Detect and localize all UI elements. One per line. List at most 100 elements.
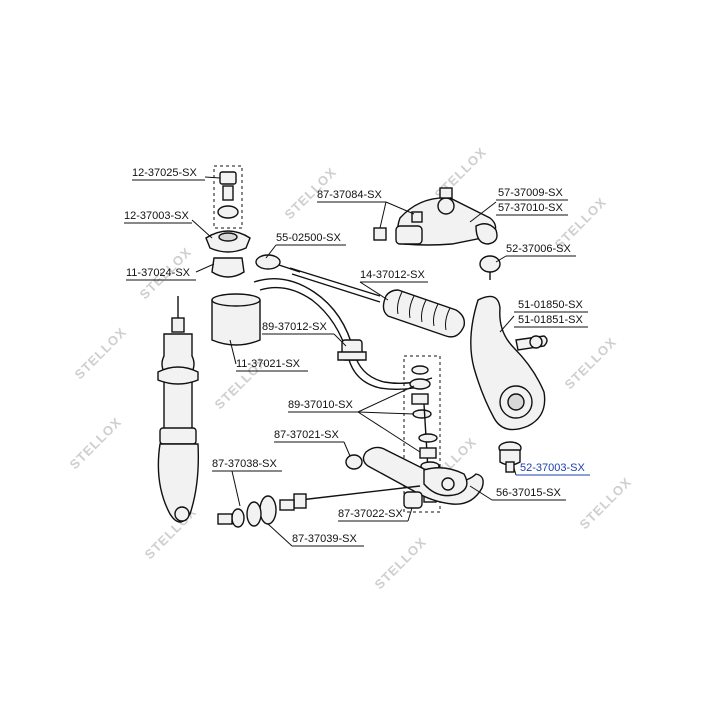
label-11-37024[interactable]: 11-37024-SX [126,267,191,279]
tension-rod [217,485,421,528]
link-washer-3 [412,409,432,419]
leader-57-37009 [469,201,497,223]
leader-87-37084-b [385,201,415,215]
label-87-37084[interactable]: 87-37084-SX [317,189,382,201]
label-51-01850[interactable]: 51-01850-SX [518,299,583,311]
steering-knuckle [470,295,548,431]
tension-rod-shaft [299,485,421,501]
watermark-10: STELLOX [577,474,635,532]
mount-washer [217,205,239,219]
label-89-37010[interactable]: 89-37010-SX [288,399,353,411]
leader-12-37025 [204,176,221,179]
strut-fork [157,443,199,523]
watermark-5: STELLOX [72,324,130,382]
leader-89-37012 [333,333,347,347]
label-57-37010[interactable]: 57-37010-SX [498,202,563,214]
upper-arm-bolts [373,211,423,241]
tie-rod-shaft [289,267,381,297]
bump-stop-top [211,293,261,307]
strut-mount-group [205,165,251,278]
upper-control-arm [395,187,498,246]
lower-arm-eye [441,477,455,491]
label-51-01851[interactable]: 51-01851-SX [518,314,583,326]
leader-51-01850 [499,315,515,333]
lower-control-arm [362,446,484,505]
upper-ball-joint-part [479,255,501,280]
lower-ball-joint [498,441,522,473]
link-washer-2 [409,378,431,390]
strut-mount-center [218,232,238,242]
link-bushing-1 [411,393,429,405]
label-12-37003[interactable]: 12-37003-SX [124,210,189,222]
part-labels: 12-37025-SX 12-37003-SX 11-37024-SX 55-0… [124,167,590,547]
tension-bushing-2 [246,501,262,527]
ball-joint-top-body [479,255,501,273]
label-57-37009[interactable]: 57-37009-SX [498,187,563,199]
leader-89-37010-b [357,411,415,415]
strut-mount-dashed-box [213,165,243,229]
leader-55-02500 [265,244,277,259]
link-washer-1 [411,365,429,375]
tie-rod-end-left [255,254,281,270]
tension-washer [231,508,245,528]
knuckle-arm-eye [529,335,543,349]
watermark-7: STELLOX [562,334,620,392]
leader-52-37003 [513,467,517,476]
spring-seat [157,366,199,385]
leader-lines [191,176,517,547]
mount-cap [219,171,237,185]
label-14-37012[interactable]: 14-37012-SX [360,269,425,281]
label-87-37021[interactable]: 87-37021-SX [274,429,339,441]
rack-boot [382,289,466,338]
upper-bolt-head [373,227,387,241]
label-11-37021[interactable]: 11-37021-SX [236,358,301,370]
leader-11-37024 [195,263,215,273]
upper-arm-bushing [395,225,423,245]
label-89-37012[interactable]: 89-37012-SX [262,321,327,333]
leader-87-37022 [407,507,413,522]
leader-87-37021 [343,441,351,457]
label-56-37015[interactable]: 56-37015-SX [496,487,561,499]
link-bushing-2 [419,447,437,459]
stabilizer-bushing-bracket [337,351,367,361]
tension-bushing-1 [259,495,277,525]
label-87-37039[interactable]: 87-37039-SX [292,533,357,545]
leader-87-37084-a [379,201,387,229]
rack-boot-ribs [397,291,451,331]
leader-14-37012 [359,281,389,301]
upper-ball-joint [475,223,498,245]
bushing-rear-body [403,491,423,509]
leader-56-37015 [469,485,493,501]
leader-52-37006 [495,255,507,263]
tension-rod-sleeve [293,493,307,509]
upper-arm-pivot [437,197,455,215]
label-87-37022[interactable]: 87-37022-SX [338,508,403,520]
stabilizer-link-dashed-box [403,355,441,513]
leader-11-37021 [229,339,237,365]
stabilizer-bar [253,277,433,391]
tension-nut [217,513,233,525]
lower-arm-bushing-front [345,454,363,470]
strut-bearing [211,257,245,278]
label-12-37025[interactable]: 12-37025-SX [132,167,197,179]
label-52-37006[interactable]: 52-37006-SX [506,243,571,255]
link-washer-4 [418,433,438,443]
leader-87-37038 [231,470,241,507]
watermark-12: STELLOX [372,534,430,592]
label-55-02500[interactable]: 55-02500-SX [276,232,341,244]
upper-arm-bolt [439,187,453,199]
watermark-8: STELLOX [67,414,125,472]
label-52-37003[interactable]: 52-37003-SX [520,462,585,474]
leader-89-37010-a [357,385,415,413]
strut-rod-nut [171,317,185,333]
tie-rod [255,254,381,303]
strut-clamp [159,427,197,445]
label-87-37038[interactable]: 87-37038-SX [212,458,277,470]
leader-12-37003 [191,219,213,239]
leader-87-37039 [267,523,293,547]
lower-arm-bushing-rear [403,491,423,509]
tie-rod-shaft-2 [291,273,381,303]
leader-89-37010-c [357,411,421,453]
knuckle-hub-inner [507,393,525,411]
